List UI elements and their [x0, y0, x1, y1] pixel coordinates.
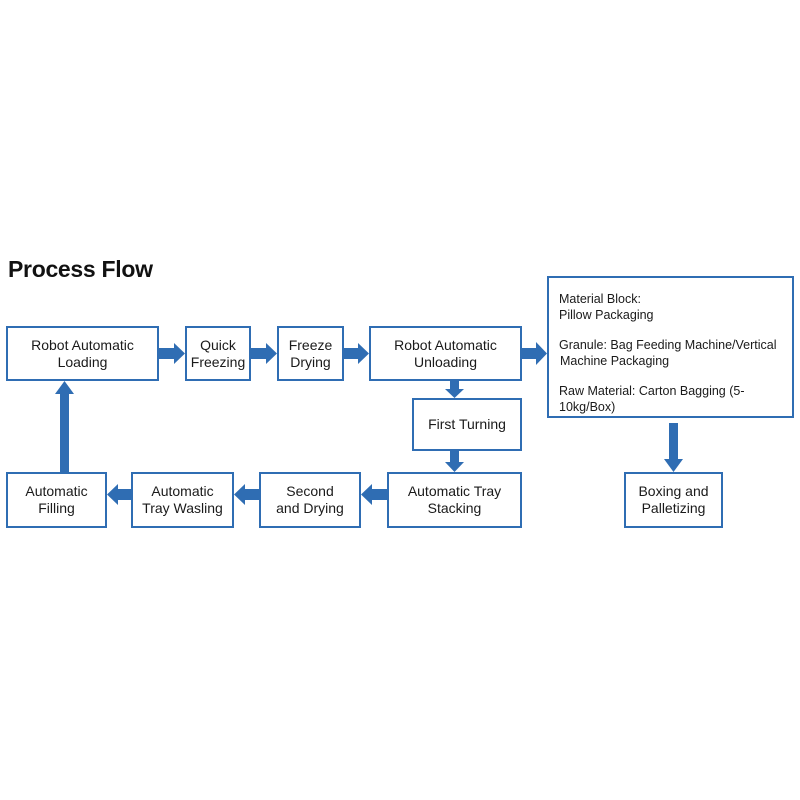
node-label-line: First Turning [428, 416, 506, 432]
node-label-line: Palletizing [641, 500, 706, 516]
node-label-line: Quick [200, 336, 236, 353]
packaging-line: Machine Packaging [560, 354, 670, 368]
packaging-material-block: Material Block: Pillow Packaging [559, 291, 784, 323]
node-first-turning: First Turning [412, 398, 522, 451]
arrow-left [107, 484, 131, 505]
arrow-right [251, 343, 277, 364]
node-label-line: Loading [57, 353, 108, 370]
arrow-down [445, 451, 464, 472]
packaging-line: Raw Material: Carton Bagging (5-10kg/Box… [559, 384, 745, 414]
packaging-raw-material: Raw Material: Carton Bagging (5-10kg/Box… [559, 383, 784, 415]
node-label-line: Drying [290, 353, 331, 370]
node-robot-automatic-loading: Robot Automatic Loading [6, 326, 159, 381]
node-robot-automatic-unloading: Robot Automatic Unloading [369, 326, 522, 381]
packaging-line: Granule: Bag Feeding Machine/Vertical [559, 338, 777, 352]
node-label-line: Automatic [25, 483, 88, 499]
node-label-line: Boxing and [638, 483, 709, 499]
node-freeze-drying: Freeze Drying [277, 326, 344, 381]
packaging-options-box: Material Block: Pillow Packaging Granule… [547, 276, 794, 418]
node-automatic-tray-washing: Automatic Tray Wasling [131, 472, 234, 528]
node-second-drying: Second and Drying [259, 472, 361, 528]
node-label-line: Second [286, 483, 334, 499]
node-label-line: Freeze [288, 336, 333, 353]
node-automatic-filling: Automatic Filling [6, 472, 107, 528]
packaging-line: Pillow Packaging [559, 308, 654, 322]
arrow-left [234, 484, 259, 505]
node-automatic-tray-stacking: Automatic Tray Stacking [387, 472, 522, 528]
node-label-line: Automatic Tray [407, 483, 502, 499]
arrow-down [445, 381, 464, 398]
node-label-line: Robot Automatic [394, 336, 497, 353]
node-label-line: Filling [38, 500, 75, 516]
node-label-line: Automatic [151, 483, 214, 499]
packaging-line: Material Block: [559, 292, 641, 306]
node-quick-freezing: Quick Freezing [185, 326, 251, 381]
arrow-up [55, 381, 74, 472]
arrow-right [522, 342, 547, 365]
arrow-left [361, 484, 387, 505]
packaging-granule: Granule: Bag Feeding Machine/Vertical Ma… [559, 337, 784, 369]
node-boxing-palletizing: Boxing and Palletizing [624, 472, 723, 528]
arrow-right [344, 343, 369, 364]
node-label-line: Tray Wasling [142, 500, 223, 516]
diagram-title: Process Flow [8, 256, 153, 282]
node-label-line: Unloading [413, 353, 478, 370]
arrow-down [664, 423, 683, 472]
node-label-line: Stacking [427, 500, 482, 516]
arrow-right [159, 343, 185, 364]
node-label-line: Robot Automatic [31, 336, 134, 353]
node-label-line: Freezing [190, 353, 246, 370]
node-label-line: and Drying [276, 500, 344, 516]
